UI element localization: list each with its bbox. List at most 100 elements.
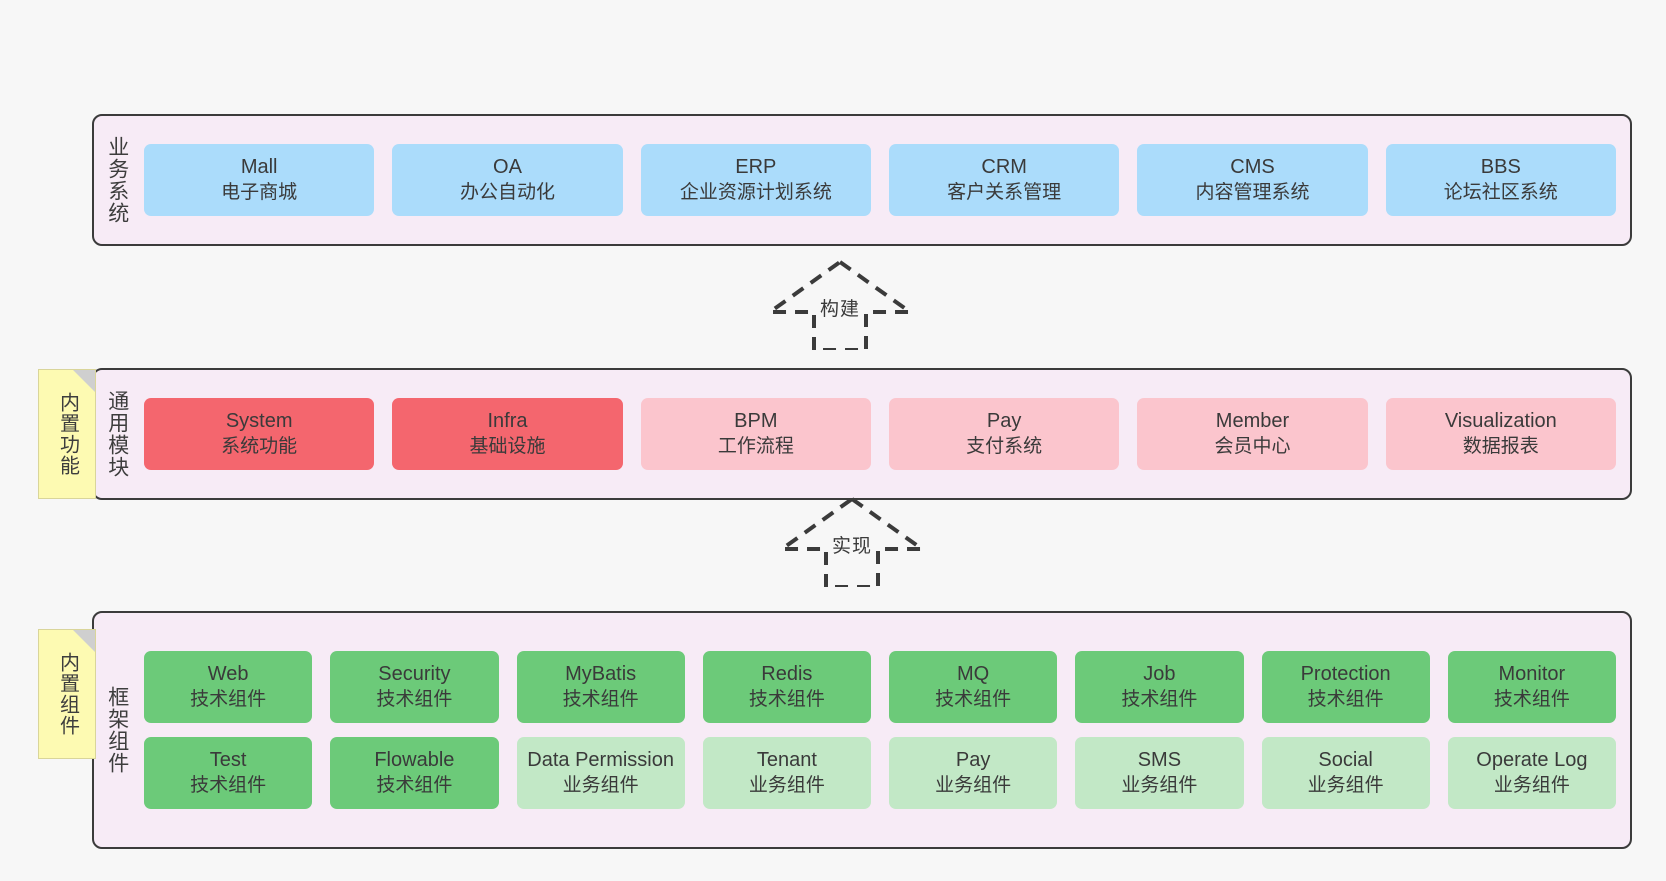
box-system[interactable]: System 系统功能 [144, 398, 375, 470]
box-pay-module-en: Pay [986, 410, 1022, 433]
box-crm-cn: 客户关系管理 [947, 181, 1062, 203]
box-member-en: Member [1215, 410, 1290, 433]
box-protection-cn: 技术组件 [1307, 688, 1384, 710]
layer-framework-components: 框架组件 Web 技术组件 Security 技术组件 MyBatis 技术组件… [92, 611, 1632, 849]
box-web-cn: 技术组件 [190, 688, 267, 710]
box-social-en: Social [1318, 749, 1373, 772]
layer-common-modules: 通用模块 System 系统功能 Infra 基础设施 BPM 工作流程 Pay… [92, 368, 1632, 500]
box-operate-log[interactable]: Operate Log 业务组件 [1447, 737, 1616, 809]
box-system-cn: 系统功能 [221, 435, 298, 457]
box-erp[interactable]: ERP 企业资源计划系统 [640, 144, 871, 216]
box-bbs-cn: 论坛社区系统 [1443, 181, 1558, 203]
layer-title-business: 业务系统 [105, 136, 129, 224]
box-redis-cn: 技术组件 [748, 688, 825, 710]
box-redis[interactable]: Redis 技术组件 [702, 651, 871, 723]
box-cms-cn: 内容管理系统 [1195, 181, 1310, 203]
box-data-permission[interactable]: Data Permission 业务组件 [516, 737, 685, 809]
box-flowable-en: Flowable [374, 749, 455, 772]
arrow-build: 构建 [760, 258, 920, 352]
note-builtin-component: 内置组件 [38, 629, 96, 759]
box-test-cn: 技术组件 [190, 774, 267, 796]
box-flowable[interactable]: Flowable 技术组件 [330, 737, 499, 809]
box-mall-en: Mall [240, 156, 278, 179]
box-tenant[interactable]: Tenant 业务组件 [702, 737, 871, 809]
box-security[interactable]: Security 技术组件 [330, 651, 499, 723]
box-mybatis[interactable]: MyBatis 技术组件 [516, 651, 685, 723]
box-visualization-en: Visualization [1444, 410, 1557, 433]
box-mybatis-en: MyBatis [565, 663, 637, 686]
box-sms-cn: 业务组件 [1121, 774, 1198, 796]
box-tenant-en: Tenant [756, 749, 817, 772]
box-redis-en: Redis [761, 663, 813, 686]
arrow-build-icon [763, 259, 917, 352]
box-mall[interactable]: Mall 电子商城 [144, 144, 375, 216]
box-sms-en: SMS [1137, 749, 1182, 772]
box-infra-cn: 基础设施 [469, 435, 546, 457]
note-builtin-function-label: 内置功能 [56, 392, 79, 476]
box-oa-en: OA [493, 156, 522, 179]
layer-body-framework: Web 技术组件 Security 技术组件 MyBatis 技术组件 Redi… [140, 613, 1630, 847]
arrow-implement-label: 实现 [831, 536, 873, 557]
box-crm-en: CRM [981, 156, 1027, 179]
box-monitor-cn: 技术组件 [1493, 688, 1570, 710]
box-bbs[interactable]: BBS 论坛社区系统 [1385, 144, 1616, 216]
box-security-cn: 技术组件 [376, 688, 453, 710]
box-social[interactable]: Social 业务组件 [1261, 737, 1430, 809]
box-member[interactable]: Member 会员中心 [1137, 398, 1368, 470]
box-bpm-en: BPM [734, 410, 778, 433]
box-pay-component-cn: 业务组件 [935, 774, 1012, 796]
layer-title-framework: 框架组件 [105, 686, 129, 774]
box-visualization[interactable]: Visualization 数据报表 [1385, 398, 1616, 470]
box-pay-module[interactable]: Pay 支付系统 [888, 398, 1120, 470]
box-flowable-cn: 技术组件 [376, 774, 453, 796]
box-mq-cn: 技术组件 [935, 688, 1012, 710]
box-mq[interactable]: MQ 技术组件 [889, 651, 1058, 723]
box-oa[interactable]: OA 办公自动化 [392, 144, 623, 216]
box-job[interactable]: Job 技术组件 [1075, 651, 1244, 723]
box-monitor[interactable]: Monitor 技术组件 [1447, 651, 1616, 723]
box-data-permission-en: Data Permission [527, 749, 674, 772]
box-pay-component-en: Pay [955, 749, 991, 772]
box-cms-en: CMS [1230, 156, 1275, 179]
row-framework-1: Web 技术组件 Security 技术组件 MyBatis 技术组件 Redi… [144, 651, 1616, 723]
layer-business-systems: 业务系统 Mall 电子商城 OA 办公自动化 ERP 企业资源计划系统 CRM… [92, 114, 1632, 246]
box-protection[interactable]: Protection 技术组件 [1261, 651, 1430, 723]
box-erp-cn: 企业资源计划系统 [679, 181, 832, 203]
box-operate-log-cn: 业务组件 [1493, 774, 1570, 796]
box-operate-log-en: Operate Log [1476, 749, 1588, 772]
box-bpm[interactable]: BPM 工作流程 [640, 398, 871, 470]
box-mall-cn: 电子商城 [221, 181, 298, 203]
box-tenant-cn: 业务组件 [748, 774, 825, 796]
arrow-implement: 实现 [772, 495, 932, 589]
box-oa-cn: 办公自动化 [459, 181, 555, 203]
layer-body-modules: System 系统功能 Infra 基础设施 BPM 工作流程 Pay 支付系统… [140, 370, 1630, 498]
box-bpm-cn: 工作流程 [717, 435, 794, 457]
box-mybatis-cn: 技术组件 [562, 688, 639, 710]
row-modules-1: System 系统功能 Infra 基础设施 BPM 工作流程 Pay 支付系统… [144, 398, 1616, 470]
layer-body-business: Mall 电子商城 OA 办公自动化 ERP 企业资源计划系统 CRM 客户关系… [140, 116, 1630, 244]
box-security-en: Security [378, 663, 451, 686]
box-pay-module-cn: 支付系统 [966, 435, 1043, 457]
box-test[interactable]: Test 技术组件 [144, 737, 313, 809]
box-data-permission-cn: 业务组件 [562, 774, 639, 796]
box-cms[interactable]: CMS 内容管理系统 [1137, 144, 1368, 216]
box-sms[interactable]: SMS 业务组件 [1075, 737, 1244, 809]
box-pay-component[interactable]: Pay 业务组件 [889, 737, 1058, 809]
box-infra[interactable]: Infra 基础设施 [392, 398, 623, 470]
box-job-cn: 技术组件 [1121, 688, 1198, 710]
box-member-cn: 会员中心 [1214, 435, 1291, 457]
row-business-1: Mall 电子商城 OA 办公自动化 ERP 企业资源计划系统 CRM 客户关系… [144, 144, 1616, 216]
box-bbs-en: BBS [1480, 156, 1521, 179]
arrow-implement-icon [775, 496, 929, 589]
layer-title-modules: 通用模块 [105, 390, 129, 478]
box-test-en: Test [209, 749, 247, 772]
box-social-cn: 业务组件 [1307, 774, 1384, 796]
row-framework-2: Test 技术组件 Flowable 技术组件 Data Permission … [144, 737, 1616, 809]
box-web[interactable]: Web 技术组件 [144, 651, 313, 723]
note-builtin-function: 内置功能 [38, 369, 96, 499]
box-protection-en: Protection [1300, 663, 1391, 686]
box-web-en: Web [207, 663, 249, 686]
box-visualization-cn: 数据报表 [1462, 435, 1539, 457]
box-crm[interactable]: CRM 客户关系管理 [888, 144, 1120, 216]
